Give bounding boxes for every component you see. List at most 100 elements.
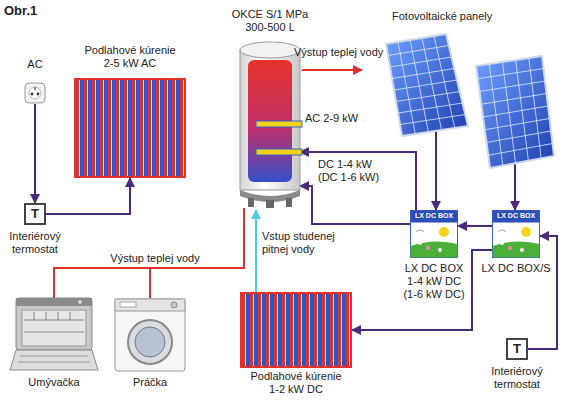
circle-shape — [171, 302, 177, 308]
free-label: Výstup teplej vody — [294, 46, 394, 59]
node-label: Podlahové kúrenie 1-2 kW DC — [246, 370, 346, 396]
node-label: AC — [18, 58, 52, 71]
diagram-node: LX DC BOX LX DC BOX 1-4 kW DC (1-6 kW DC) — [400, 210, 476, 304]
rect-shape — [120, 302, 136, 307]
circle-shape — [520, 248, 524, 252]
line-shape — [483, 106, 548, 117]
rect-shape — [411, 211, 458, 223]
icon-caption: LX DC BOX — [410, 210, 458, 222]
free-label: AC 2-9 kW — [305, 112, 369, 125]
circle-shape — [37, 93, 40, 96]
diagram-node: T Interiérový termostat — [482, 338, 552, 398]
diagram-node: AC — [18, 58, 52, 110]
rect-shape — [266, 200, 274, 208]
node-label: Umývačka — [6, 376, 102, 389]
path-shape — [416, 230, 424, 232]
rect-shape — [16, 298, 92, 306]
line-shape — [478, 69, 544, 79]
circle-shape — [426, 246, 430, 250]
free-label: Vstup studenej pitnej vody — [262, 230, 344, 256]
diagram-node: Podlahové kúrenie 1-2 kW DC — [236, 290, 356, 402]
rect-shape — [256, 121, 302, 127]
circle-shape — [439, 227, 449, 237]
node-label: LX DC BOX 1-4 kW DC (1-6 kW DC) — [401, 262, 467, 301]
path-shape — [10, 350, 98, 370]
circle-shape — [31, 93, 34, 96]
hot-water-outlet-arrow — [302, 69, 362, 71]
rect-shape — [493, 211, 540, 223]
water-heater-tank — [238, 40, 302, 208]
rect-shape — [256, 149, 302, 155]
rect-shape — [115, 299, 185, 311]
path-shape — [411, 241, 458, 257]
circle-shape — [438, 248, 442, 252]
node-label: Fotovoltaické panely — [392, 10, 542, 23]
diagram-node: Umývačka — [6, 298, 102, 398]
rect-shape — [286, 198, 292, 207]
circle-shape — [29, 87, 41, 99]
connector-line — [458, 225, 492, 227]
rect-shape — [493, 211, 540, 258]
thermostat-symbol: T — [506, 338, 528, 360]
edge-label: Výstup teplej vody — [100, 252, 210, 265]
cold-water-inlet-arrow — [255, 210, 257, 292]
rect-shape — [22, 310, 86, 346]
line-shape — [480, 81, 546, 92]
diagram-node: OKCE S/1 MPa 300-500 L — [225, 8, 315, 210]
diagram-node: TInteriérový termostat — [0, 203, 70, 265]
socket-icon — [24, 82, 46, 104]
edge-label: DC 1-4 kW (DC 1-6 kW) — [318, 158, 388, 184]
rect-shape — [25, 83, 45, 103]
figure-title: Obr.1 — [4, 3, 64, 19]
floor-heating-grid — [240, 292, 352, 368]
rect-shape — [75, 79, 185, 177]
diagram-node: Podlahové kúrenie 2-5 kW AC — [72, 40, 188, 182]
path-shape — [493, 241, 540, 257]
node-label: Podlahové kúrenie 2-5 kW AC — [80, 44, 180, 70]
rect-shape — [16, 298, 92, 350]
polygon-shape — [476, 56, 554, 168]
diagram-node: Fotovoltaické panely — [374, 6, 556, 178]
icon-caption: LX DC BOX — [492, 210, 540, 222]
node-label: Práčka — [110, 376, 190, 389]
line-shape — [488, 144, 552, 156]
circle-shape — [135, 327, 165, 357]
hot-water-pipe — [54, 208, 244, 298]
line-shape — [392, 69, 454, 79]
path-shape — [18, 356, 90, 362]
circle-shape — [508, 246, 512, 250]
rect-shape — [115, 299, 185, 371]
rect-shape — [241, 293, 351, 367]
circle-shape — [418, 241, 422, 245]
rect-shape — [248, 198, 254, 207]
line-shape — [394, 80, 457, 90]
circle-shape — [128, 320, 172, 364]
solar-panels — [376, 26, 556, 172]
connector-line — [300, 186, 410, 224]
connector-line — [352, 250, 492, 330]
line-shape — [400, 115, 465, 125]
polygon-shape — [386, 34, 468, 136]
floor-heating-grid — [74, 78, 186, 178]
line-shape — [487, 131, 552, 143]
node-label: Interiérový termostat — [3, 230, 67, 256]
line-shape — [388, 46, 449, 56]
node-label: LX DC BOX/S — [477, 262, 555, 275]
rect-shape — [240, 50, 300, 190]
circle-shape — [78, 300, 82, 304]
connector-line — [514, 164, 516, 210]
node-label: OKCE S/1 MPa 300-500 L — [230, 8, 310, 34]
rect-shape — [34, 87, 36, 90]
diagram-node: Práčka — [110, 298, 190, 398]
circle-shape — [500, 241, 504, 245]
node-label: Interiérový termostat — [485, 365, 549, 391]
ellipse-shape — [240, 42, 300, 58]
circle-shape — [521, 227, 531, 237]
path-shape — [24, 312, 84, 332]
connector-line — [300, 152, 416, 210]
connector-line — [46, 178, 130, 214]
line-shape — [481, 94, 546, 105]
line-shape — [398, 103, 463, 113]
connector-line — [435, 131, 437, 210]
